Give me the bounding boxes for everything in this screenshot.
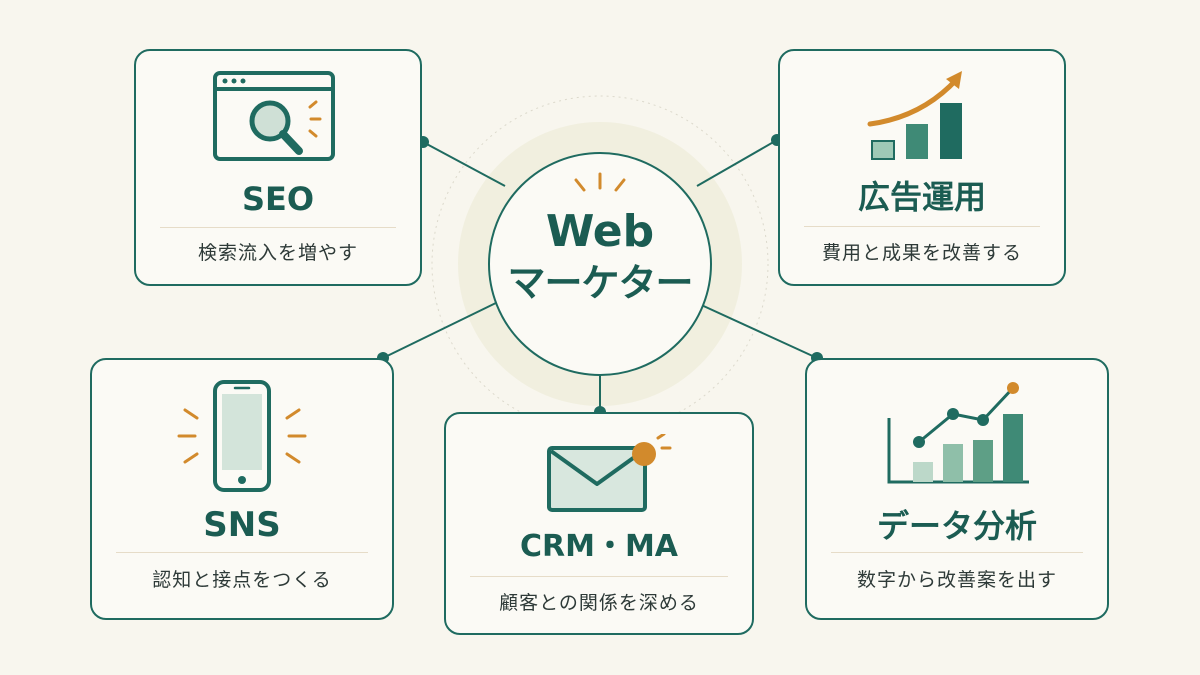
card-ads: 広告運用 費用と成果を改善する xyxy=(778,49,1066,286)
card-data-title: データ分析 xyxy=(876,507,1037,545)
card-sns-desc: 認知と接点をつくる xyxy=(152,569,332,591)
card-crm-desc: 顧客との関係を深める xyxy=(499,592,699,614)
outer-dotted-ring xyxy=(431,95,769,433)
smartphone-icon xyxy=(92,380,392,495)
card-seo: SEO 検索流入を増やす xyxy=(134,49,422,286)
card-data-divider xyxy=(831,552,1083,553)
connector-ads xyxy=(696,139,778,187)
center-title-line1: Web xyxy=(545,206,655,257)
card-ads-title: 広告運用 xyxy=(857,178,986,216)
connector-sns xyxy=(382,299,503,359)
card-sns: SNS 認知と接点をつくる xyxy=(90,358,394,620)
connector-seo xyxy=(422,141,506,187)
card-data: データ分析 数字から改善案を出す xyxy=(805,358,1109,620)
card-ads-divider xyxy=(804,226,1040,227)
center-title-line2: マーケター xyxy=(507,261,693,305)
growth-bar-chart-icon xyxy=(780,69,1064,164)
card-crm-title: CRM・MA xyxy=(519,529,679,564)
spark-icon xyxy=(574,172,626,192)
line-bar-chart-icon xyxy=(807,382,1107,492)
card-sns-title: SNS xyxy=(203,505,281,545)
envelope-notification-icon xyxy=(446,434,752,514)
connector-data xyxy=(696,302,818,359)
card-seo-divider xyxy=(160,227,396,228)
browser-magnifier-icon xyxy=(136,71,420,166)
card-sns-divider xyxy=(116,552,368,553)
card-seo-title: SEO xyxy=(241,180,315,218)
card-crm-divider xyxy=(470,576,728,577)
card-ads-desc: 費用と成果を改善する xyxy=(821,242,1022,264)
card-data-desc: 数字から改善案を出す xyxy=(856,569,1057,591)
card-crm: CRM・MA 顧客との関係を深める xyxy=(444,412,754,635)
card-seo-desc: 検索流入を増やす xyxy=(197,242,358,264)
